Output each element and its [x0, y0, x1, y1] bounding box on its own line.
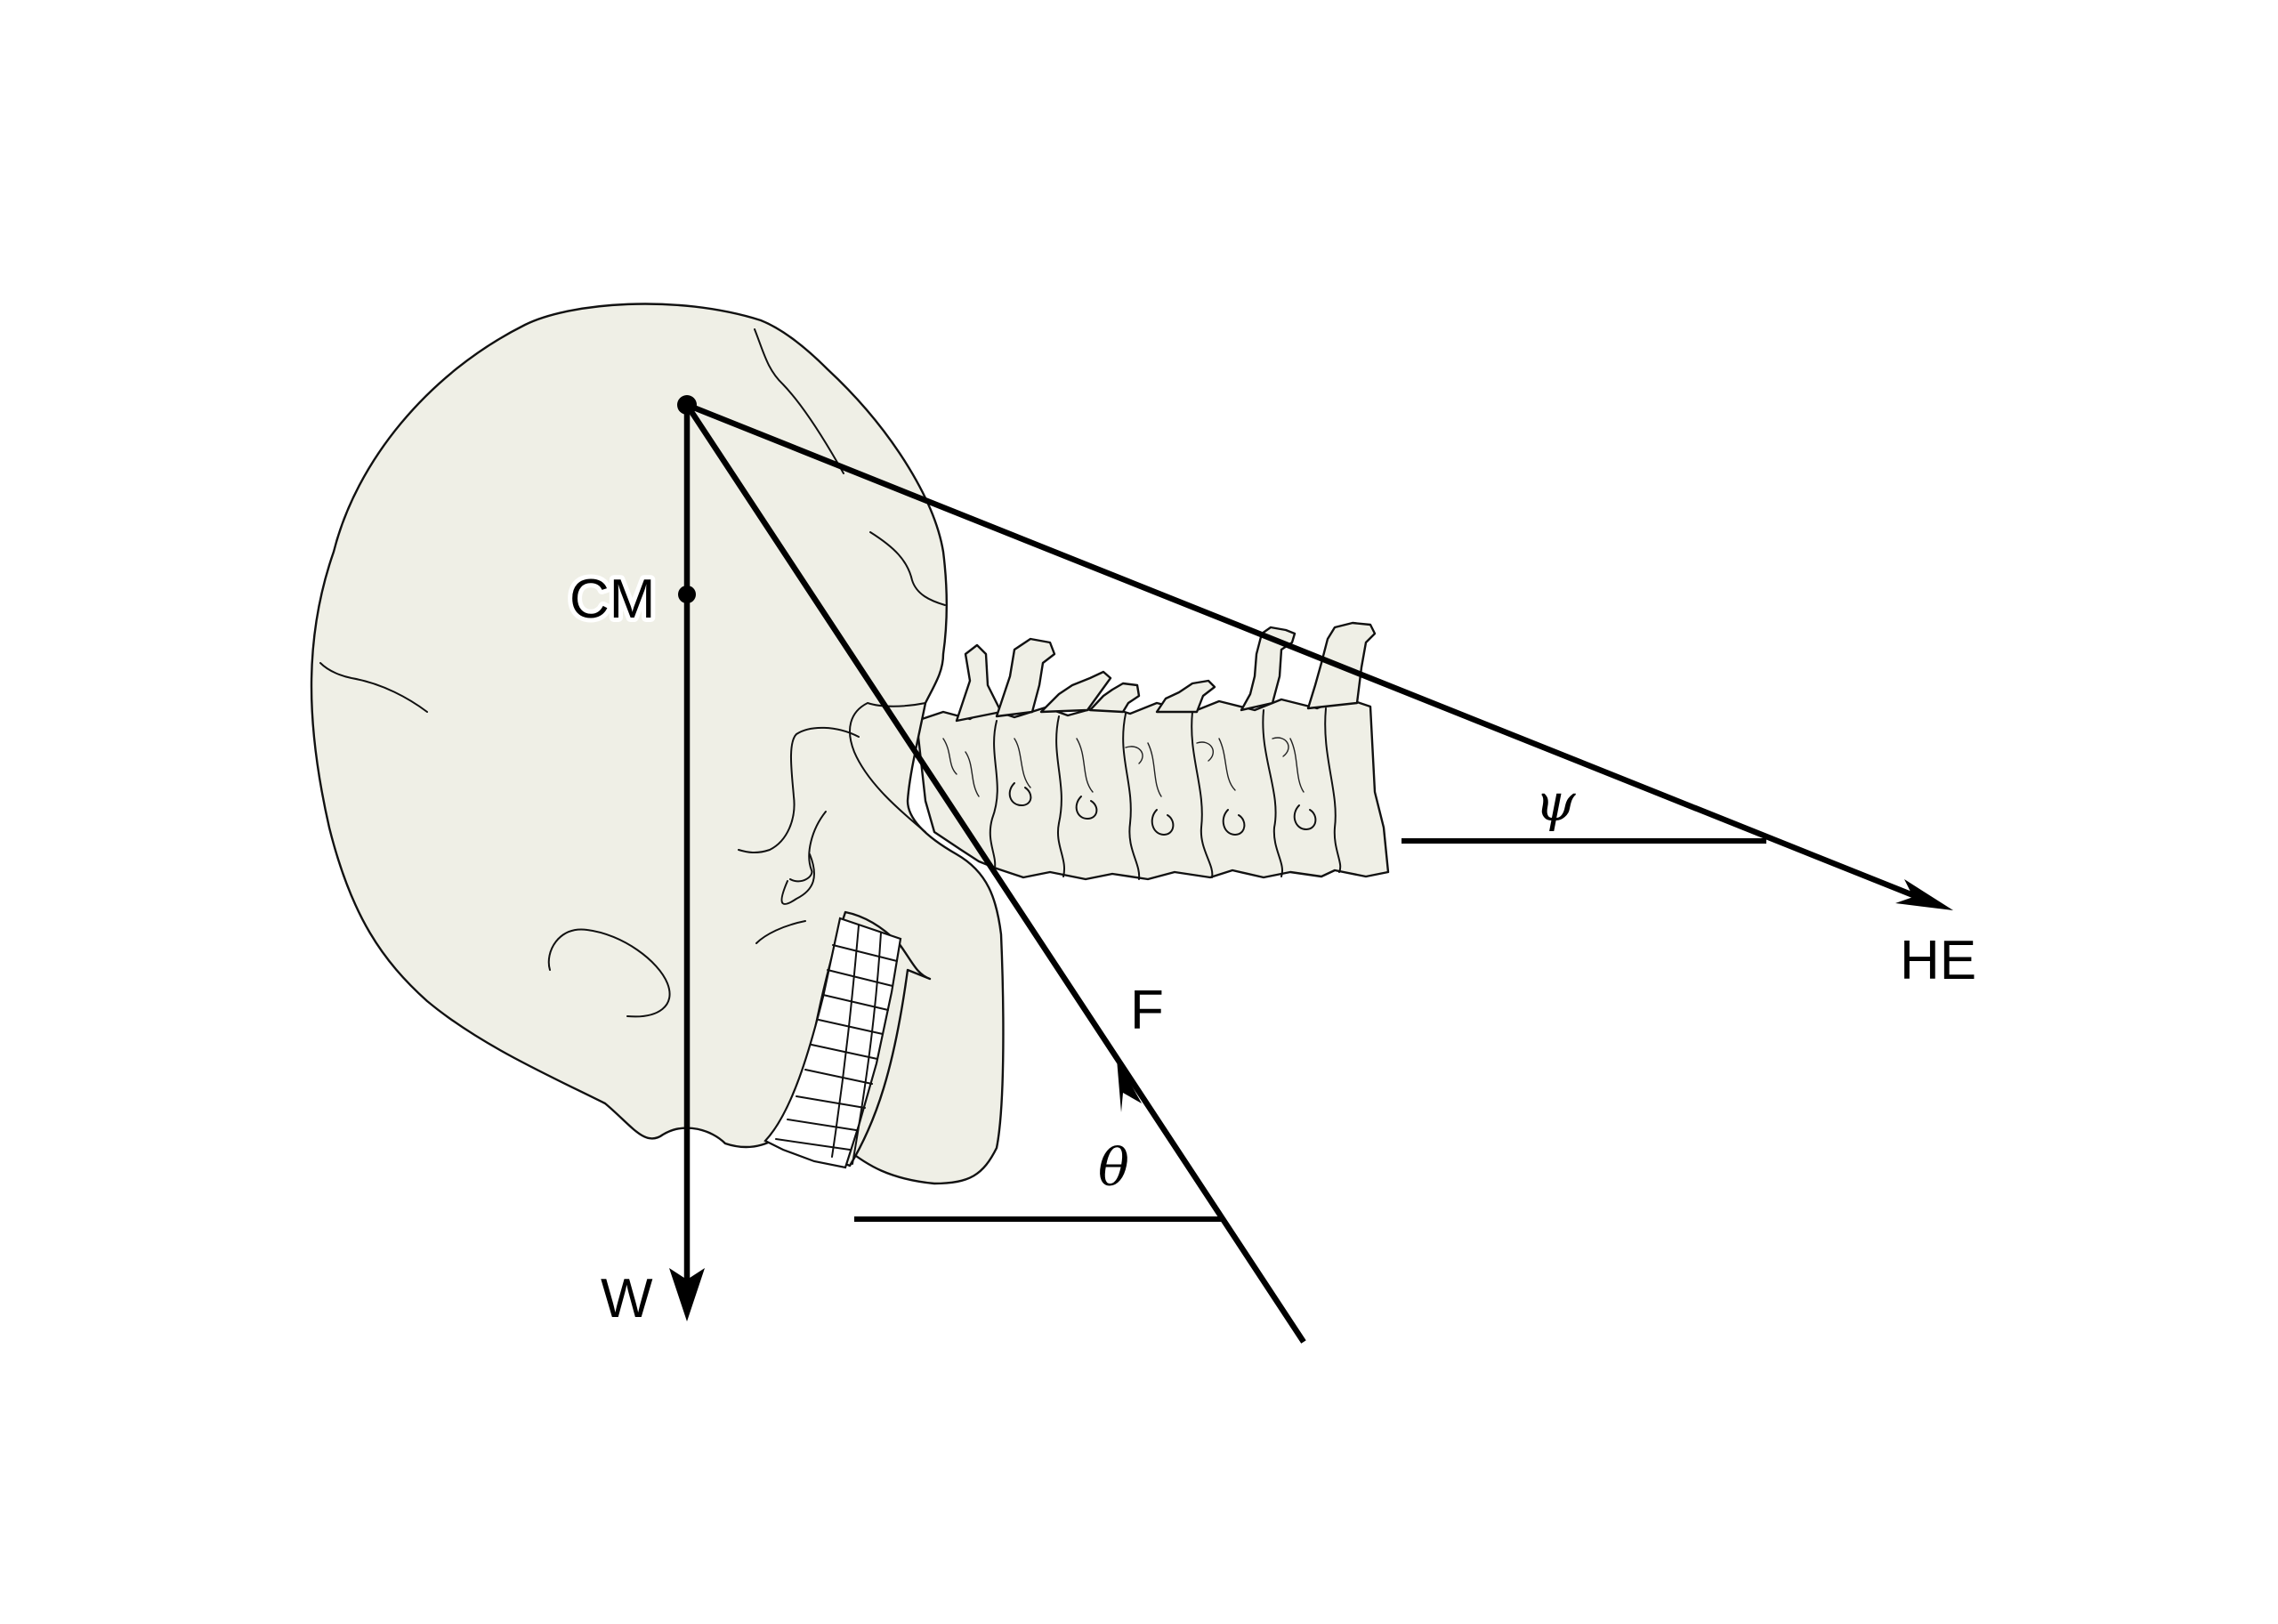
spinous-process-c5 [1088, 682, 1141, 714]
vertebra-foramen-4 [1222, 809, 1246, 836]
vertebra-foramen-3 [1151, 809, 1175, 836]
tooth-column-lines [831, 925, 882, 1165]
vertebra-boundary-4 [1191, 711, 1214, 878]
center-of-mass-point [678, 586, 696, 603]
vertebra-detail [942, 738, 1305, 797]
vertebra-curl-1 [1125, 746, 1143, 764]
cm-label: CM [570, 569, 655, 630]
vertebra-boundary-1 [989, 720, 998, 869]
spinous-process-c7 [1240, 626, 1297, 712]
vertebra-curl-2 [1196, 741, 1214, 762]
force-line-of-action [684, 403, 1306, 1344]
temporal-fossa [780, 853, 815, 905]
tooth-row-lines [775, 944, 898, 1151]
teeth [763, 917, 902, 1169]
coronal-suture [754, 328, 844, 474]
skull-cranium [310, 303, 1005, 1185]
spinous-process-c4 [1039, 670, 1112, 714]
orbit-inner [755, 920, 806, 944]
labels: CM W F HE θ ψ [565, 564, 1976, 1329]
orbit-outline [547, 928, 671, 1018]
head-pivot-point [677, 395, 697, 415]
head-extensor-arrowhead-icon [1895, 879, 1953, 910]
vertebra-foramen-5 [1293, 804, 1317, 830]
skull [310, 303, 1005, 1185]
zygomatic-outline [849, 702, 926, 833]
lambdoid-line [319, 662, 428, 713]
vertebra-boundary-6 [1324, 707, 1342, 873]
force-arrowhead-icon [1117, 1059, 1142, 1112]
temporal-line [869, 531, 946, 606]
psi-label: ψ [1535, 772, 1576, 833]
maxilla-contour [738, 726, 860, 853]
cheek-curve [789, 811, 827, 883]
teeth-block [763, 917, 902, 1169]
weight-arrowhead-icon [669, 1268, 705, 1321]
vertebral-column-body [915, 696, 1390, 881]
vertebra-boundary-2 [1055, 715, 1065, 877]
force-vectors [669, 395, 1953, 1344]
vertebra-foramen-2 [1075, 796, 1098, 820]
vertebra-boundary-5 [1262, 709, 1284, 877]
cervical-spine [915, 621, 1390, 881]
spinous-process-c3 [995, 637, 1056, 718]
head-extensor-label: HE [1900, 930, 1976, 991]
force-label: F [1130, 980, 1164, 1041]
spinous-process-c2 [955, 643, 1003, 723]
vertebra-foramen-1 [1008, 782, 1032, 806]
theta-label: θ [1098, 1137, 1129, 1198]
vertebra-boundary-3 [1122, 713, 1141, 880]
weight-label: W [601, 1268, 653, 1329]
spinous-process-c6 [1155, 679, 1216, 714]
head-extensor-line [685, 401, 1942, 909]
vertebra-curl-3 [1272, 737, 1289, 757]
